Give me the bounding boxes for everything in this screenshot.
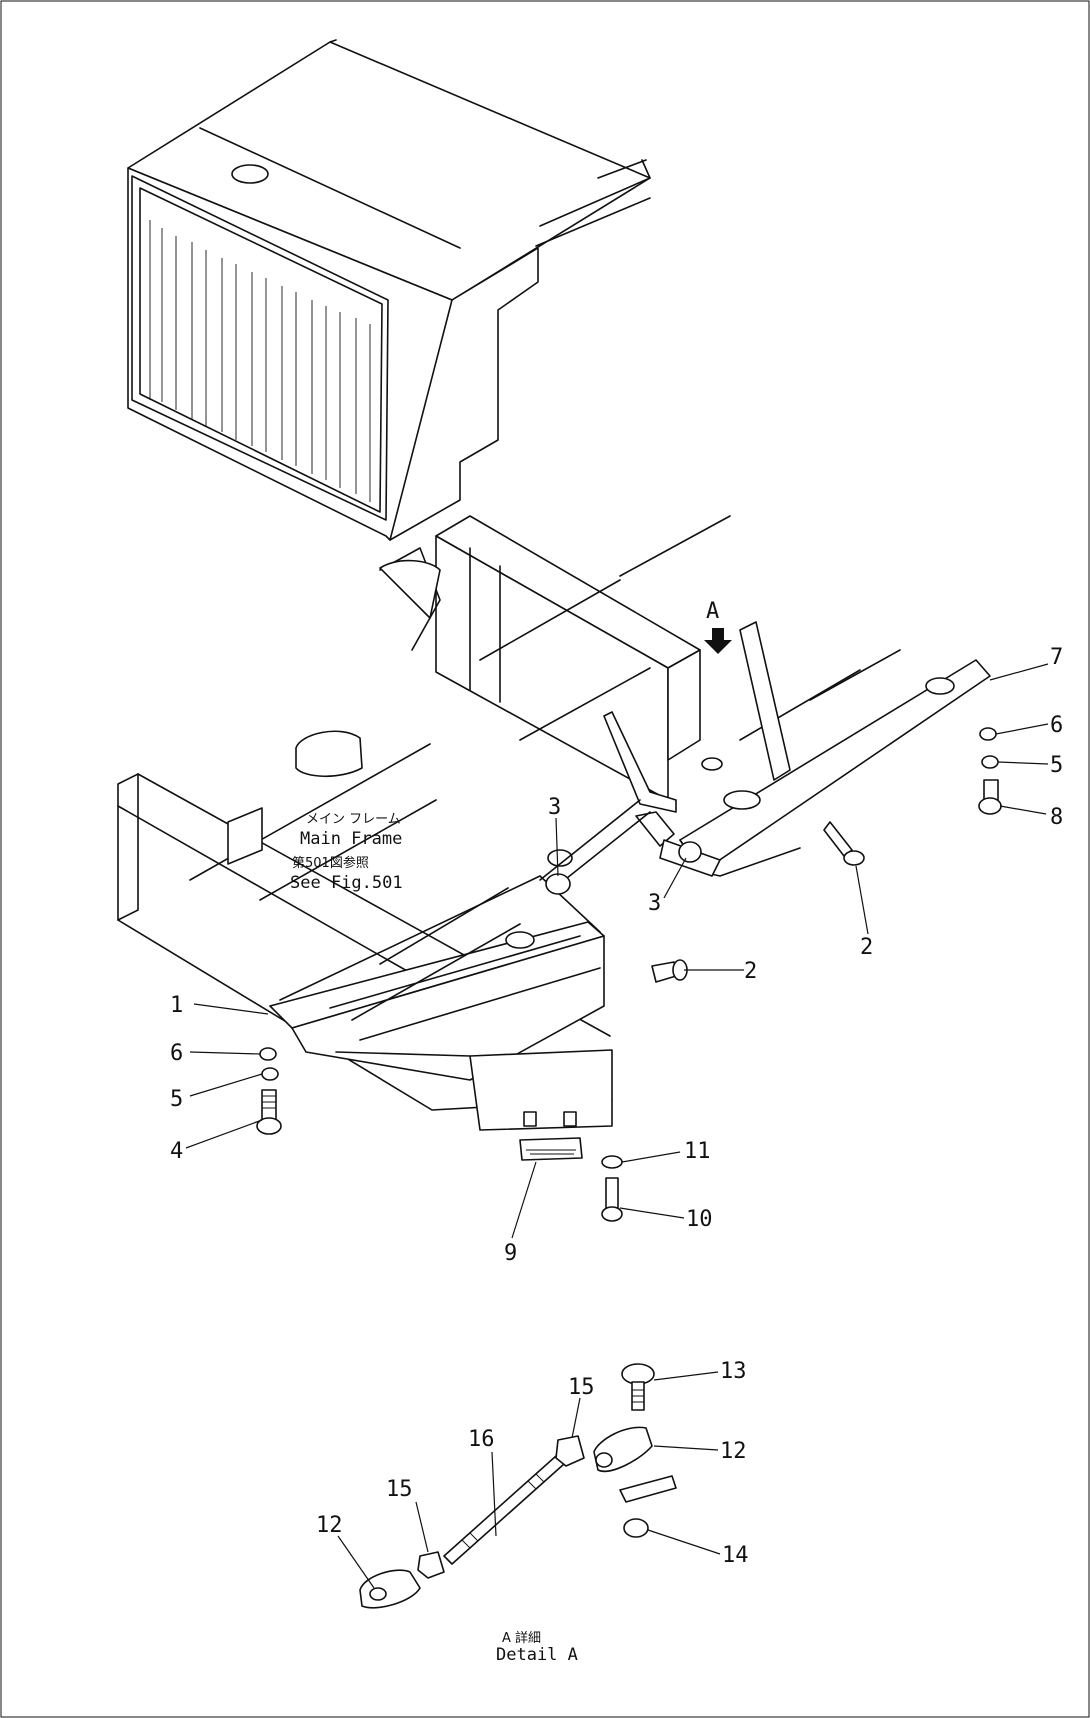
bolt-2-right	[823, 821, 865, 866]
callout-10: 10	[686, 1207, 713, 1232]
callout-8: 8	[1050, 805, 1063, 830]
right-fastener-stack	[978, 727, 1002, 815]
under-guard	[269, 799, 651, 1131]
callout-2-center: 2	[744, 959, 757, 984]
callout-3-left: 3	[548, 795, 561, 820]
bushing-3a	[545, 873, 571, 895]
callout-15-left: 15	[386, 1477, 413, 1502]
leader-lines	[185, 663, 1049, 1589]
view-arrow-label: A	[706, 599, 719, 624]
callout-6-right: 6	[1050, 713, 1063, 738]
callout-1: 1	[170, 993, 183, 1018]
see-fig-en: See Fig.501	[290, 873, 403, 893]
callout-3-right: 3	[648, 891, 661, 916]
callout-11: 11	[684, 1139, 711, 1164]
callout-12-left: 12	[316, 1513, 343, 1538]
main-frame-en: Main Frame	[300, 829, 402, 849]
callout-6-left: 6	[170, 1041, 183, 1066]
callout-4: 4	[170, 1139, 183, 1164]
see-fig-jp: 第501図参照	[292, 855, 369, 871]
bolt-2-center	[651, 959, 688, 983]
detail-a-assembly	[359, 1363, 677, 1609]
main-frame-jp: メイン フレーム	[306, 812, 401, 827]
callout-15-right: 15	[568, 1375, 595, 1400]
callout-2-right: 2	[860, 935, 873, 960]
callout-5-right: 5	[1050, 753, 1063, 778]
callout-12-right: 12	[720, 1439, 747, 1464]
detail-a-en: Detail A	[496, 1645, 578, 1665]
right-rail	[679, 621, 991, 877]
pad-part-9	[519, 1111, 583, 1161]
callout-9: 9	[504, 1241, 517, 1266]
callout-14: 14	[722, 1543, 749, 1568]
bushing-3b	[678, 841, 702, 863]
bolt-10	[601, 1155, 623, 1222]
main-frame-arch	[379, 515, 731, 801]
view-arrow-a: A	[704, 599, 732, 654]
callout-5-left: 5	[170, 1087, 183, 1112]
callout-16: 16	[468, 1427, 495, 1452]
radiator-grille	[127, 39, 651, 541]
callout-13: 13	[720, 1359, 747, 1384]
detail-a-jp: A 詳細	[502, 1630, 541, 1646]
callout-7: 7	[1050, 645, 1063, 670]
